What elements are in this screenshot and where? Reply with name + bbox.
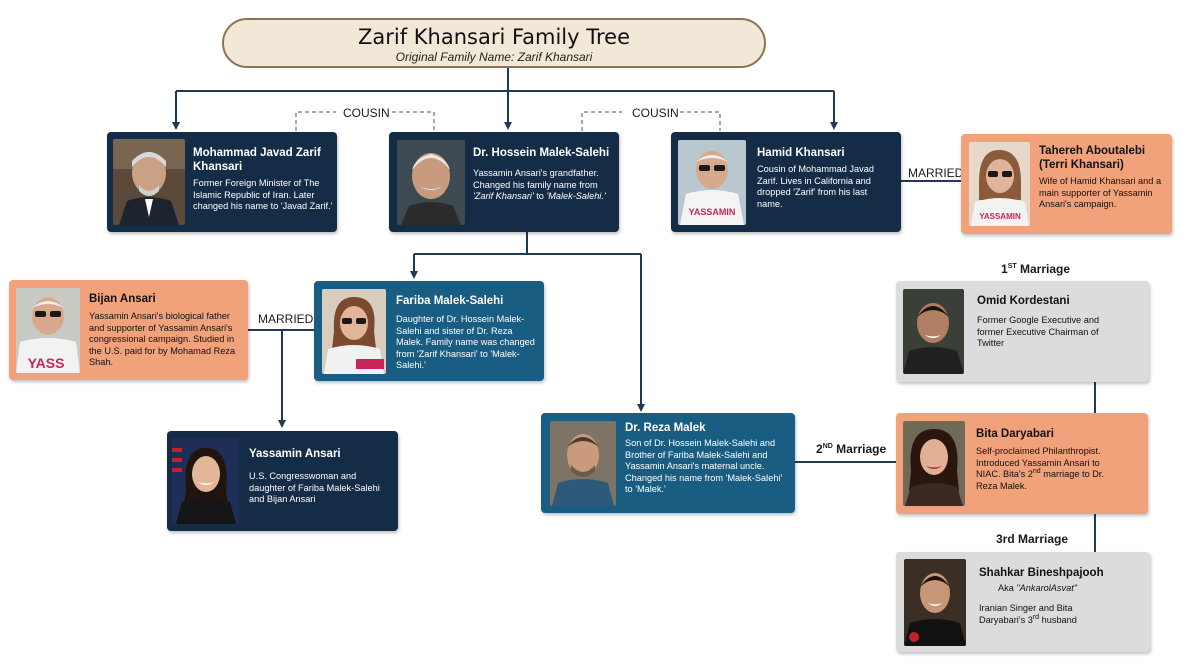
desc-fariba-malek-salehi: Daughter of Dr. Hossein Malek-Salehi and… bbox=[396, 314, 535, 371]
cousin-left-dash-a bbox=[295, 111, 336, 131]
name-hamid-khansari: Hamid Khansari bbox=[757, 147, 845, 159]
page-title: Zarif Khansari Family Tree bbox=[357, 25, 630, 49]
photo-bijan-ansari: YASS bbox=[16, 288, 80, 373]
desc-shahkar-bineshpajooh: Iranian Singer and Bita Daryabari's 3rd … bbox=[979, 603, 1077, 625]
cousin-label-left: COUSIN bbox=[343, 106, 390, 120]
name-yassamin-ansari: Yassamin Ansari bbox=[249, 448, 341, 460]
portrait-icon: YASSAMIN bbox=[969, 142, 1030, 226]
cousin-label-right: COUSIN bbox=[632, 106, 679, 120]
card-hossein-malek-salehi: Dr. Hossein Malek-Salehi Yassamin Ansari… bbox=[389, 132, 619, 232]
photo-shahkar-bineshpajooh bbox=[904, 559, 966, 646]
third-marriage-label: 3rd Marriage bbox=[996, 532, 1069, 546]
shirt-text-hamid: YASSAMIN bbox=[689, 207, 736, 217]
photo-yassamin-ansari bbox=[172, 438, 239, 524]
page-subtitle: Original Family Name: Zarif Khansari bbox=[395, 50, 593, 64]
desc-bijan-ansari: Yassamin Ansari's biological father and … bbox=[89, 311, 236, 368]
desc-bita-daryabari: Self-proclaimed Philanthropist. Introduc… bbox=[976, 446, 1105, 491]
second-marriage-label: 2ND Marriage bbox=[816, 442, 887, 456]
card-shahkar-bineshpajooh: Shahkar Bineshpajooh Aka "AnkarolAsvat" … bbox=[896, 552, 1150, 652]
aka-shahkar-bineshpajooh: Aka "AnkarolAsvat" bbox=[998, 583, 1078, 593]
portrait-icon bbox=[904, 559, 966, 646]
title-box: Zarif Khansari Family Tree Original Fami… bbox=[222, 18, 766, 68]
desc-reza-malek: Son of Dr. Hossein Malek-Salehi and Brot… bbox=[625, 438, 783, 495]
portrait-icon: YASSAMIN bbox=[678, 140, 746, 225]
portrait-icon bbox=[903, 289, 964, 374]
name-hossein-malek-salehi: Dr. Hossein Malek-Salehi bbox=[473, 147, 610, 159]
portrait-icon bbox=[113, 139, 185, 225]
photo-bita-daryabari bbox=[903, 421, 965, 506]
desc-hamid-khansari: Cousin of Mohammad Javad Zarif. Lives in… bbox=[757, 164, 874, 209]
card-reza-malek: Dr. Reza Malek Son of Dr. Hossein Malek-… bbox=[541, 413, 795, 513]
photo-omid-kordestani bbox=[903, 289, 964, 374]
desc-omid-kordestani: Former Google Executive and former Execu… bbox=[977, 315, 1100, 349]
card-bita-daryabari: Bita Daryabari Self-proclaimed Philanthr… bbox=[896, 413, 1148, 514]
card-tahereh-aboutalebi: YASSAMIN Tahereh Aboutalebi(Terri Khansa… bbox=[961, 134, 1172, 234]
photo-reza-malek bbox=[550, 421, 616, 506]
name-reza-malek: Dr. Reza Malek bbox=[625, 422, 706, 434]
portrait-icon bbox=[397, 140, 465, 225]
photo-hossein-malek-salehi bbox=[397, 140, 465, 225]
shirt-text-bijan: YASS bbox=[28, 355, 65, 371]
photo-hamid-khansari: YASSAMIN bbox=[678, 140, 746, 225]
photo-fariba-malek-salehi bbox=[322, 289, 386, 374]
name-bita-daryabari: Bita Daryabari bbox=[976, 428, 1054, 440]
card-fariba-malek-salehi: Fariba Malek-Salehi Daughter of Dr. Hoss… bbox=[314, 281, 544, 381]
portrait-icon bbox=[550, 421, 616, 506]
portrait-icon bbox=[172, 438, 239, 524]
card-yassamin-ansari: Yassamin Ansari U.S. Congresswoman and d… bbox=[167, 431, 398, 531]
cousin-right-dash-b bbox=[680, 111, 721, 131]
cousin-right-dash-a bbox=[581, 111, 622, 131]
portrait-icon bbox=[903, 421, 965, 506]
portrait-icon bbox=[322, 289, 386, 374]
married-label-bijan: MARRIED bbox=[258, 312, 314, 326]
desc-yassamin-ansari: U.S. Congresswoman and daughter of Farib… bbox=[249, 471, 380, 505]
card-omid-kordestani: Omid Kordestani Former Google Executive … bbox=[896, 281, 1149, 382]
card-bijan-ansari: YASS Bijan Ansari Yassamin Ansari's biol… bbox=[9, 280, 248, 380]
desc-hossein-malek-salehi: Yassamin Ansari's grandfather. Changed h… bbox=[473, 168, 606, 202]
first-marriage-label: 1ST Marriage bbox=[1001, 262, 1070, 276]
shirt-text-tahereh: YASSAMIN bbox=[979, 212, 1021, 221]
cousin-left-dash-b bbox=[392, 111, 435, 131]
name-shahkar-bineshpajooh: Shahkar Bineshpajooh bbox=[979, 567, 1104, 579]
card-hamid-khansari: YASSAMIN Hamid Khansari Cousin of Mohamm… bbox=[671, 132, 901, 232]
photo-javad-zarif bbox=[113, 139, 185, 225]
desc-tahereh-aboutalebi: Wife of Hamid Khansari and a main suppor… bbox=[1039, 176, 1162, 210]
married-label-hamid: MARRIED bbox=[908, 166, 964, 180]
photo-tahereh-aboutalebi: YASSAMIN bbox=[969, 142, 1030, 226]
name-fariba-malek-salehi: Fariba Malek-Salehi bbox=[396, 295, 504, 307]
desc-javad-zarif: Former Foreign Minister of The Islamic R… bbox=[193, 178, 333, 212]
name-bijan-ansari: Bijan Ansari bbox=[89, 293, 156, 305]
portrait-icon: YASS bbox=[16, 288, 80, 373]
name-omid-kordestani: Omid Kordestani bbox=[977, 295, 1070, 307]
name-tahereh-aboutalebi: Tahereh Aboutalebi(Terri Khansari) bbox=[1039, 145, 1146, 171]
